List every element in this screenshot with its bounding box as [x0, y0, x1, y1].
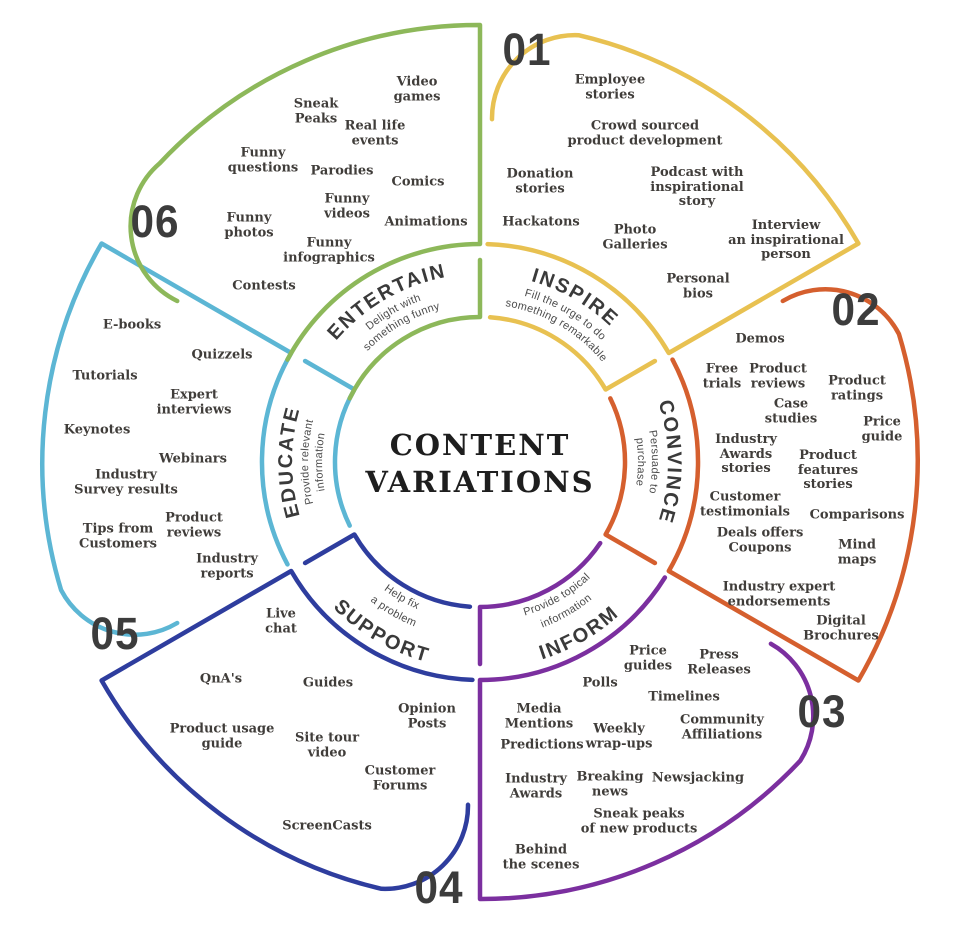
entertain-item: Parodies: [310, 163, 374, 179]
support-item: Guides: [302, 675, 354, 691]
entertain-item: Funny photos: [224, 210, 274, 240]
ring-arc-inspire: [487, 315, 658, 392]
sector-tagline-convince-2: purchase: [633, 437, 647, 487]
sector-tagline-convince-1: Persuade to: [646, 429, 661, 494]
sector-number-03: 03: [797, 686, 847, 737]
sector-outline-inspire: [485, 32, 861, 356]
page-title-line2: VARIATIONS: [365, 465, 595, 499]
sector-outline-support: [99, 568, 475, 892]
sector-outline-entertain: [128, 22, 483, 362]
convince-item: Industry Awards stories: [715, 432, 777, 477]
support-item: Live chat: [265, 606, 297, 636]
inspire-item: Photo Galleries: [602, 222, 668, 252]
inform-item: Press Releases: [687, 647, 751, 677]
inspire-item: Crowd sourced product development: [567, 118, 723, 148]
entertain-item: Animations: [384, 214, 468, 230]
convince-item: Product reviews: [749, 361, 807, 391]
sector-number-01: 01: [502, 24, 552, 75]
inspire-item: Personal bios: [666, 271, 730, 301]
educate-item: Industry reports: [196, 551, 258, 581]
support-item: QnA's: [199, 671, 243, 687]
inform-item: Polls: [582, 675, 618, 691]
inform-item: Industry Awards: [505, 771, 567, 801]
inspire-item: Hackatons: [502, 214, 580, 230]
entertain-item: Sneak Peaks: [293, 96, 339, 126]
ring-arc-entertain: [347, 257, 483, 401]
sector-number-04: 04: [414, 862, 464, 913]
educate-item: Quizzels: [191, 347, 253, 363]
inform-item: Breaking news: [576, 769, 644, 799]
entertain-item: Comics: [391, 174, 445, 190]
convince-item: Industry expert endorsements: [722, 579, 836, 609]
page-title: CONTENT VARIATIONS: [320, 427, 640, 501]
convince-item: Case studies: [764, 396, 818, 426]
support-item: Product usage guide: [169, 721, 275, 751]
convince-item: Price guide: [861, 414, 903, 444]
convince-item: Demos: [735, 331, 785, 347]
entertain-item: Funny questions: [227, 145, 299, 175]
convince-item: Free trials: [702, 361, 742, 391]
inspire-item: Donation stories: [506, 166, 574, 196]
educate-item: Industry Survey results: [74, 467, 178, 497]
convince-item: Customer testimonials: [699, 489, 791, 519]
inform-item: Price guides: [623, 643, 673, 673]
support-item: Customer Forums: [364, 763, 436, 793]
sector-number-02: 02: [831, 284, 881, 335]
inspire-item: Employee stories: [574, 72, 646, 102]
sector-number-05: 05: [90, 608, 140, 659]
educate-item: E-books: [102, 317, 162, 333]
sector-outline-convince: [666, 287, 920, 683]
support-item: ScreenCasts: [282, 818, 372, 834]
educate-item: Expert interviews: [156, 387, 232, 417]
inspire-item: Interview an inspirational person: [728, 218, 844, 263]
inform-item: Sneak peaks of new products: [580, 806, 698, 836]
page-title-line1: CONTENT: [389, 427, 571, 462]
inform-item: Timelines: [648, 689, 720, 705]
inspire-item: Podcast with inspirational story: [650, 165, 744, 210]
educate-item: Tips from Customers: [79, 521, 157, 551]
educate-item: Product reviews: [165, 510, 223, 540]
sector-tagline-educate-1: Provide relevant: [299, 418, 316, 506]
inform-item: Community Affiliations: [680, 712, 764, 742]
convince-item: Product features stories: [797, 448, 859, 493]
convince-item: Comparisons: [809, 507, 905, 523]
inform-item: Media Mentions: [504, 701, 574, 731]
convince-item: Product ratings: [828, 373, 886, 403]
support-item: Opinion Posts: [398, 701, 456, 731]
entertain-item: Real life events: [344, 118, 406, 148]
convince-item: Mind maps: [837, 537, 877, 567]
sector-tagline-educate-2: information: [313, 432, 328, 493]
sector-outline-inform: [477, 575, 816, 902]
inform-item: Behind the scenes: [502, 842, 580, 872]
ring-arc-support: [302, 532, 473, 609]
entertain-item: Video games: [393, 74, 441, 104]
educate-item: Webinars: [159, 451, 227, 467]
convince-item: Deals offers Coupons: [716, 525, 804, 555]
sector-outline-educate: [40, 241, 294, 637]
entertain-item: Contests: [232, 278, 296, 294]
educate-item: Tutorials: [72, 368, 138, 384]
inform-item: Weekly wrap-ups: [585, 721, 653, 751]
ring-arc-convince: [603, 396, 658, 566]
entertain-item: Funny videos: [324, 191, 370, 221]
inform-item: Predictions: [500, 737, 584, 753]
educate-item: Keynotes: [63, 422, 131, 438]
convince-item: Digital Brochures: [803, 613, 879, 643]
support-item: Site tour video: [294, 730, 360, 760]
sector-number-06: 06: [130, 196, 180, 247]
ring-arc-inform: [477, 540, 603, 667]
inform-item: Newsjacking: [651, 770, 745, 786]
entertain-item: Funny infographics: [283, 235, 375, 265]
